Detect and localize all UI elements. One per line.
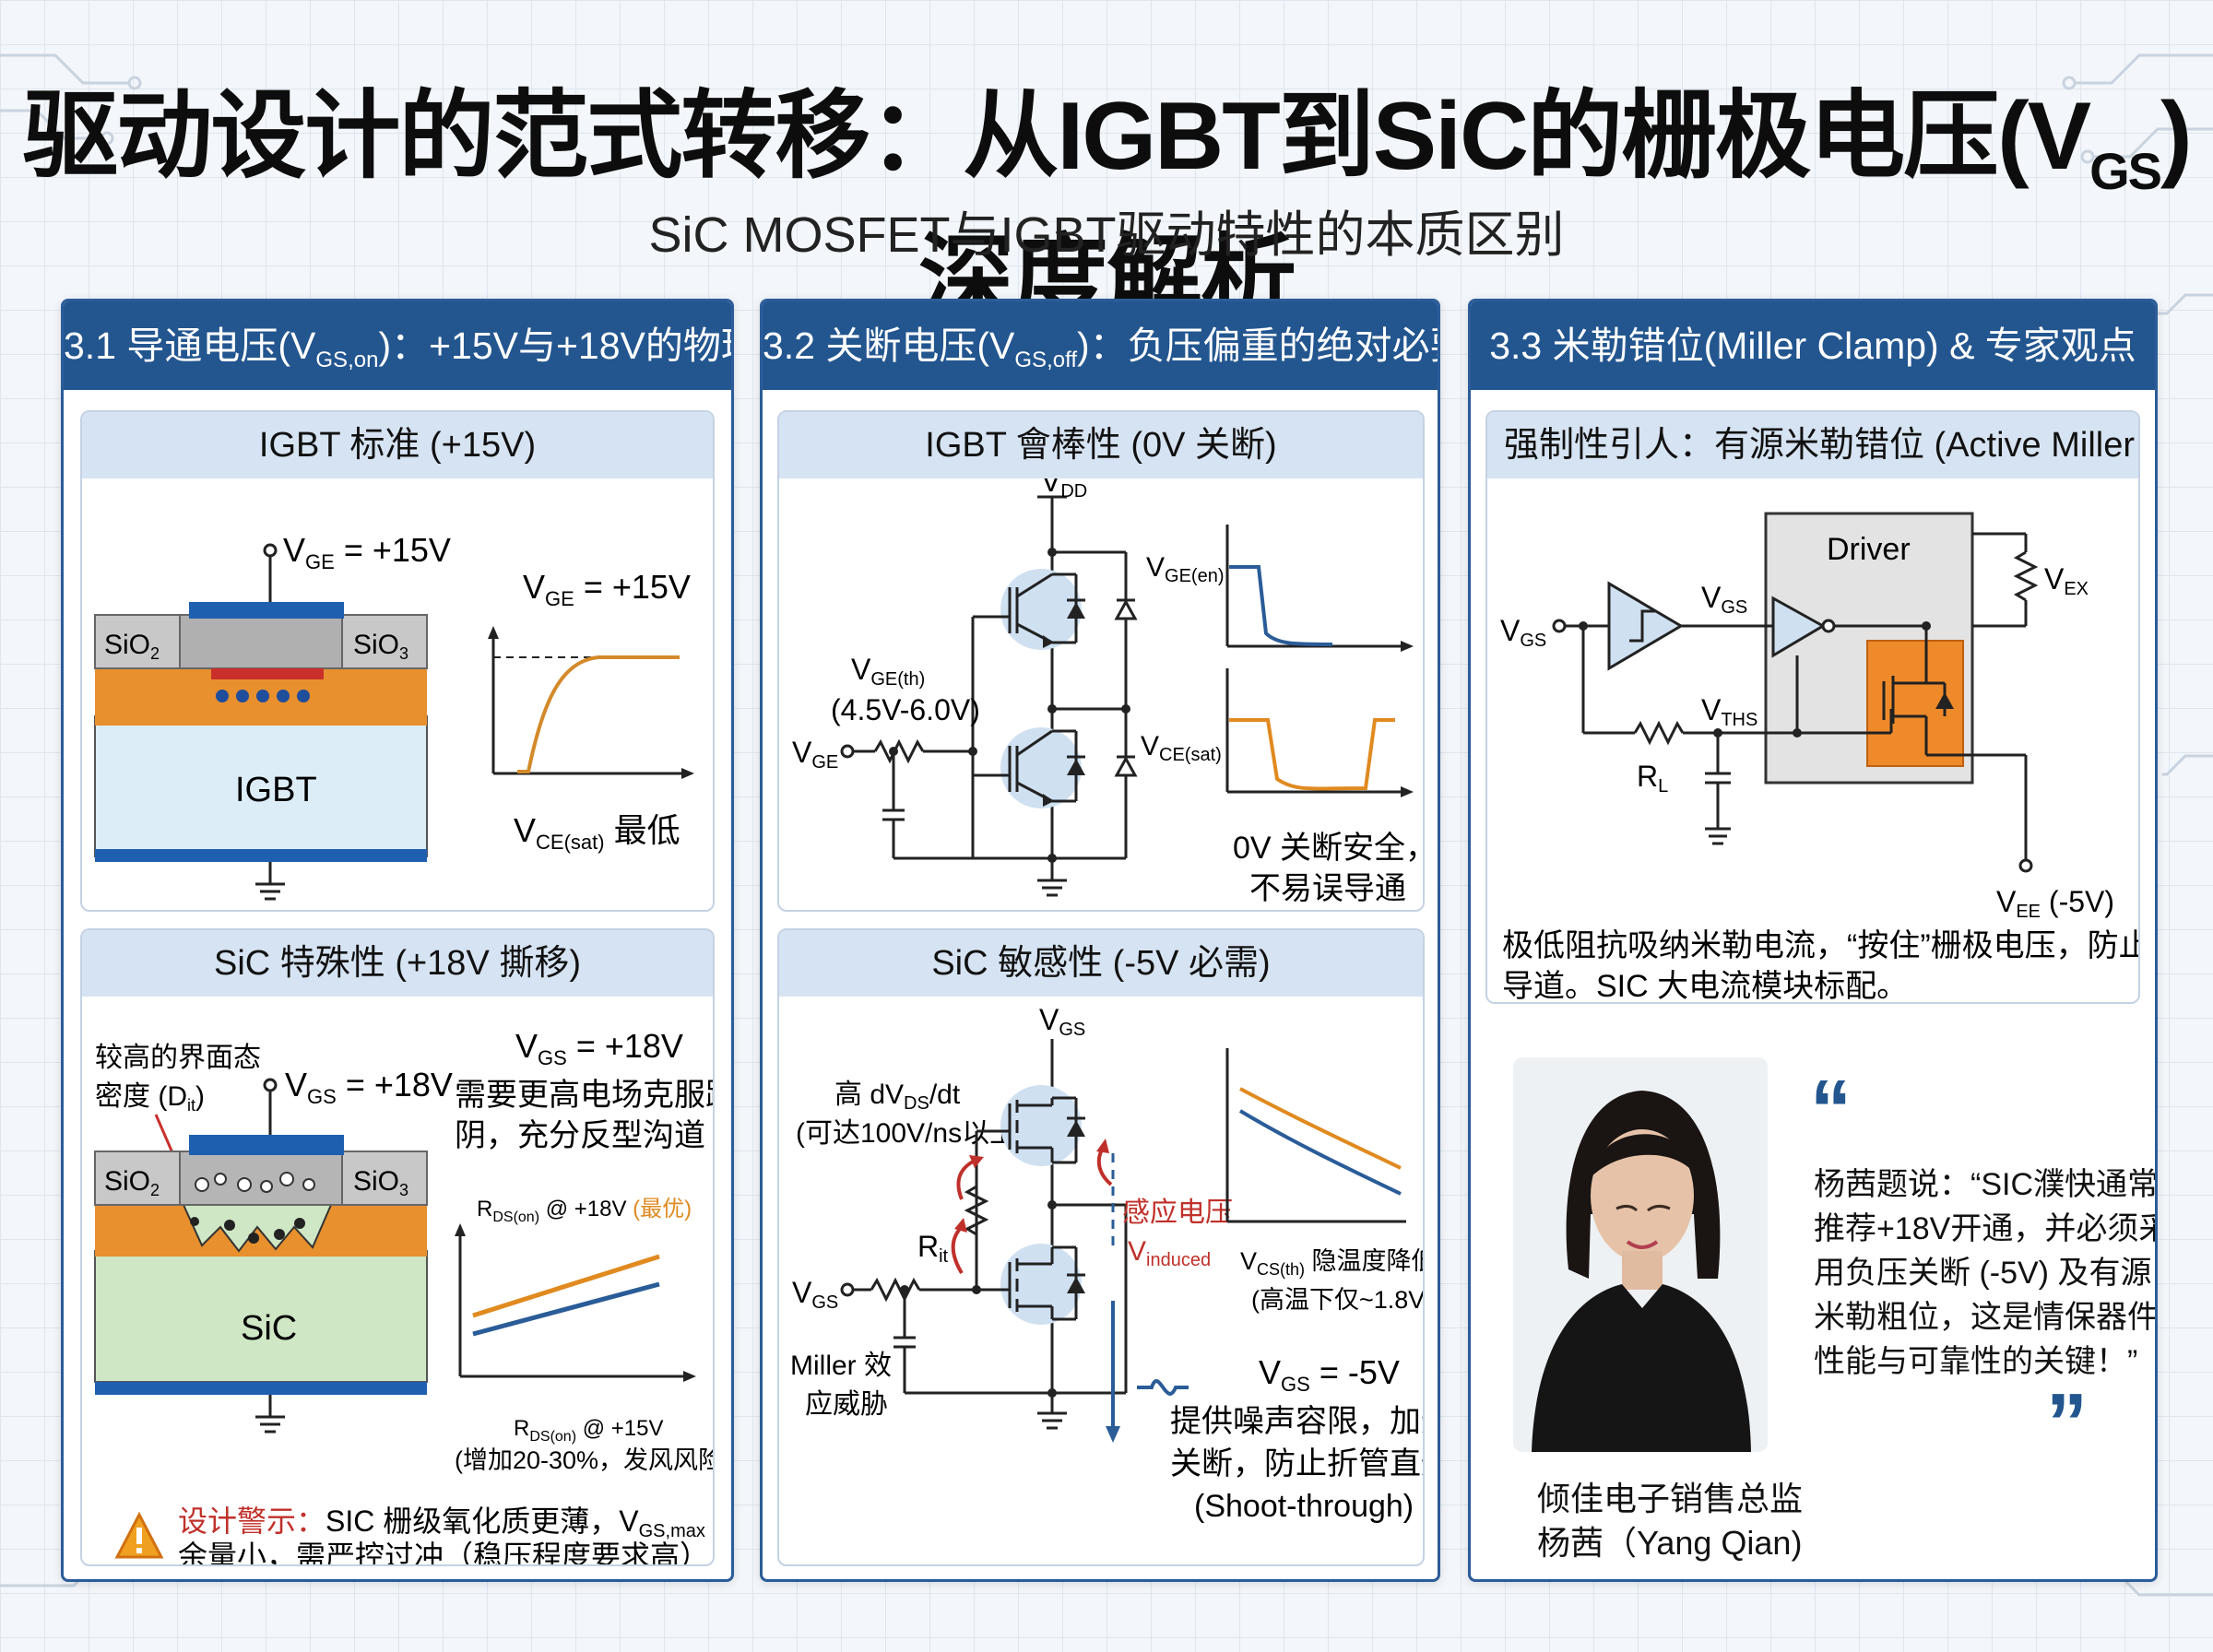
sic-desc-line1: 需要更高电场克服路 xyxy=(455,1078,713,1113)
oxide-right-label: SiO3 xyxy=(353,1166,408,1199)
quote-line5: 性能与可靠性的关键！” xyxy=(1814,1344,2138,1379)
quote-line1: 杨茜题说：“SIC濮快通常 xyxy=(1814,1167,2158,1202)
panel-heading: SiC 敏感性 (-5V 必需) xyxy=(779,930,1423,997)
quote-close-mark: ” xyxy=(2046,1377,2088,1469)
vgs-mid-label: VGS xyxy=(1701,581,1747,618)
negative-voltage-label: VGS = -5V xyxy=(1259,1353,1400,1396)
rds-15v-label: RDS(on) @ +15V xyxy=(514,1416,663,1445)
induced-voltage-symbol: Vinduced xyxy=(1128,1236,1211,1270)
dvdt-label: 高 dVDS/dt xyxy=(834,1080,961,1114)
device-label: SiC xyxy=(241,1309,297,1348)
rit-label: Rit xyxy=(917,1230,949,1267)
active-miller-clamp-panel: 强制性引人：有源米勒错位 (Active Miller Clamp) Drive… xyxy=(1485,410,2140,1004)
warning-line1: 设计警示：SIC 栅级氧化质更薄，VGS,max xyxy=(178,1504,705,1541)
threshold-range: (4.5V-6.0V) xyxy=(831,693,980,726)
sic-miller-circuit: VGS 高 dVDS/dt (可达100V/ns以上) xyxy=(790,1003,1423,1524)
sic-cross-section-diagram: 较高的界面态 密度 (Dit) VGS = +18V SiO2 SiO3 SiC xyxy=(94,1027,713,1564)
gate-voltage-label: VGE = +15V xyxy=(283,531,451,573)
panel-heading: IGBT 标准 (+15V) xyxy=(82,412,713,478)
dvdt-value: (可达100V/ns以上) xyxy=(796,1118,1026,1149)
quote-line4: 米勒粗位，这是情保器件 xyxy=(1814,1300,2158,1335)
warning-line2: 余量小，需严控过冲（稳压程度要求高） xyxy=(178,1540,709,1564)
noise-tip-line3: (Shoot-through) xyxy=(1194,1489,1414,1524)
rds-18v-label: RDS(on) @ +18V (最优) xyxy=(477,1197,692,1225)
wave2-label: VCE(sat) xyxy=(1141,731,1222,765)
page-title: 驱动设计的范式转移：从IGBT到SiC的栅极电压(VGS)深度解析 xyxy=(22,83,2192,334)
page-subtitle: SiC MOSFET与IGBT驱动特性的本质区别 xyxy=(648,207,1565,263)
noise-tip-line1: 提供噪声容限，加速 xyxy=(1170,1404,1423,1439)
sic-desc-line2: 阴，充分反型沟道 xyxy=(455,1118,705,1153)
oxide-right-label: SiO3 xyxy=(353,630,408,663)
threshold-label: VGE(th) xyxy=(851,653,925,690)
rds-15v-note: (增加20-30%，发风风险) xyxy=(455,1446,713,1474)
igbt-robustness-panel: IGBT 會棒性 (0V 关断) xyxy=(777,410,1425,912)
expert-portrait xyxy=(1513,1057,1768,1452)
safe-note-line2: 不易误导通 xyxy=(1249,871,1406,906)
induced-voltage-label: 感应电压 xyxy=(1122,1198,1233,1228)
oxide-left-label: SiO2 xyxy=(104,630,160,663)
sic-sensitivity-panel: SiC 敏感性 (-5V 必需) VGS 高 dVDS/dt (可达100V/n… xyxy=(777,928,1425,1566)
column-heading: 3.2 关断电压(VGS,off)：负压偏重的绝对必要性 xyxy=(763,301,1438,390)
rl-label: RL xyxy=(1637,760,1668,796)
igbt-standard-panel: IGBT 标准 (+15V) VGE = +15V SiO2 SiO3 IGBT xyxy=(80,410,715,912)
column-heading: 3.3 米勒错位(Miller Clamp) & 专家观点 xyxy=(1471,301,2155,390)
chart-voltage-label: VGE = +15V xyxy=(523,568,691,610)
miller-note-line2: 应威胁 xyxy=(805,1389,888,1420)
igbt-cross-section-diagram: VGE = +15V SiO2 SiO3 IGBT VGE = +15V xyxy=(94,531,694,901)
threshold-temp-label: VCS(th) 隐温度降低 xyxy=(1240,1247,1423,1279)
oxide-left-label: SiO2 xyxy=(104,1166,160,1199)
column-miller-clamp-expert: 3.3 米勒错位(Miller Clamp) & 专家观点 强制性引人：有源米勒… xyxy=(1468,299,2158,1582)
safe-note-line1: 0V 关断安全， xyxy=(1233,831,1423,866)
sic-voltage-heading: VGS = +18V xyxy=(515,1027,683,1069)
quote-open-mark: “ xyxy=(1810,1064,1852,1156)
device-label: IGBT xyxy=(235,771,317,809)
expert-name: 杨茜（Yang Qian) xyxy=(1537,1524,1803,1562)
vgs-input-label: VGS xyxy=(792,1276,838,1313)
column-conduction-voltage: 3.1 导通电压(VGS,on)：+15V与+18V的物理博弈 IGBT 标准 … xyxy=(61,299,734,1582)
sic-special-panel: SiC 特殊性 (+18V 撕移) 较高的界面态 密度 (Dit) VGS = … xyxy=(80,928,715,1566)
vgs-top-label: VGS xyxy=(1039,1003,1085,1040)
vex-label: VEX xyxy=(2044,562,2089,599)
vgs-input-label: VGS xyxy=(1500,614,1546,651)
vdd-label: VDD xyxy=(1041,478,1087,502)
wave1-label: VGE(en) xyxy=(1146,552,1224,586)
panel-heading: IGBT 會棒性 (0V 关断) xyxy=(779,412,1423,478)
vge-input-label: VGE xyxy=(792,736,838,773)
igbt-halfbridge-circuit: VDD VGE(th) (4.5V-6.0V) VGE VGE(en) VCE(… xyxy=(792,478,1423,906)
vths-label: VTHS xyxy=(1701,693,1757,730)
column-turnoff-voltage: 3.2 关断电压(VGS,off)：负压偏重的绝对必要性 IGBT 會棒性 (0… xyxy=(760,299,1440,1582)
quote-line3: 用负压关断 (-5V) 及有源 xyxy=(1814,1256,2152,1291)
noise-tip-line2: 关断，防止折管直通 xyxy=(1170,1446,1423,1481)
miller-note-line1: Miller 效 xyxy=(790,1351,892,1381)
person-silhouette-icon xyxy=(1532,1091,1751,1452)
threshold-temp-note: (高温下仅~1.8V) xyxy=(1251,1286,1423,1314)
panel-heading: SiC 特殊性 (+18V 撕移) xyxy=(82,930,713,997)
miller-clamp-driver-circuit: Driver xyxy=(1500,512,2138,1002)
clamp-desc-line1: 极低阻抗吸纳米勒电流，“按住”栅极电压，防止误 xyxy=(1502,928,2138,963)
interface-state-note: 较高的界面态 xyxy=(95,1043,261,1073)
interface-density-note: 密度 (Dit) xyxy=(95,1081,205,1115)
clamp-desc-line2: 导道。SIC 大电流模块标配。 xyxy=(1502,969,1908,1002)
quote-line2: 推荐+18V开通，并必须采 xyxy=(1814,1211,2158,1246)
column-heading: 3.1 导通电压(VGS,on)：+15V与+18V的物理博弈 xyxy=(64,301,731,390)
vee-label: VEE (-5V) xyxy=(1996,885,2114,922)
panel-heading: 强制性引人：有源米勒错位 (Active Miller Clamp) xyxy=(1487,412,2138,478)
chart-bottom-label: VCE(sat) 最低 xyxy=(514,811,680,854)
driver-label: Driver xyxy=(1827,532,1911,567)
gate-voltage-label: VGS = +18V xyxy=(285,1066,453,1108)
expert-title: 倾佳电子销售总监 xyxy=(1537,1480,1804,1517)
